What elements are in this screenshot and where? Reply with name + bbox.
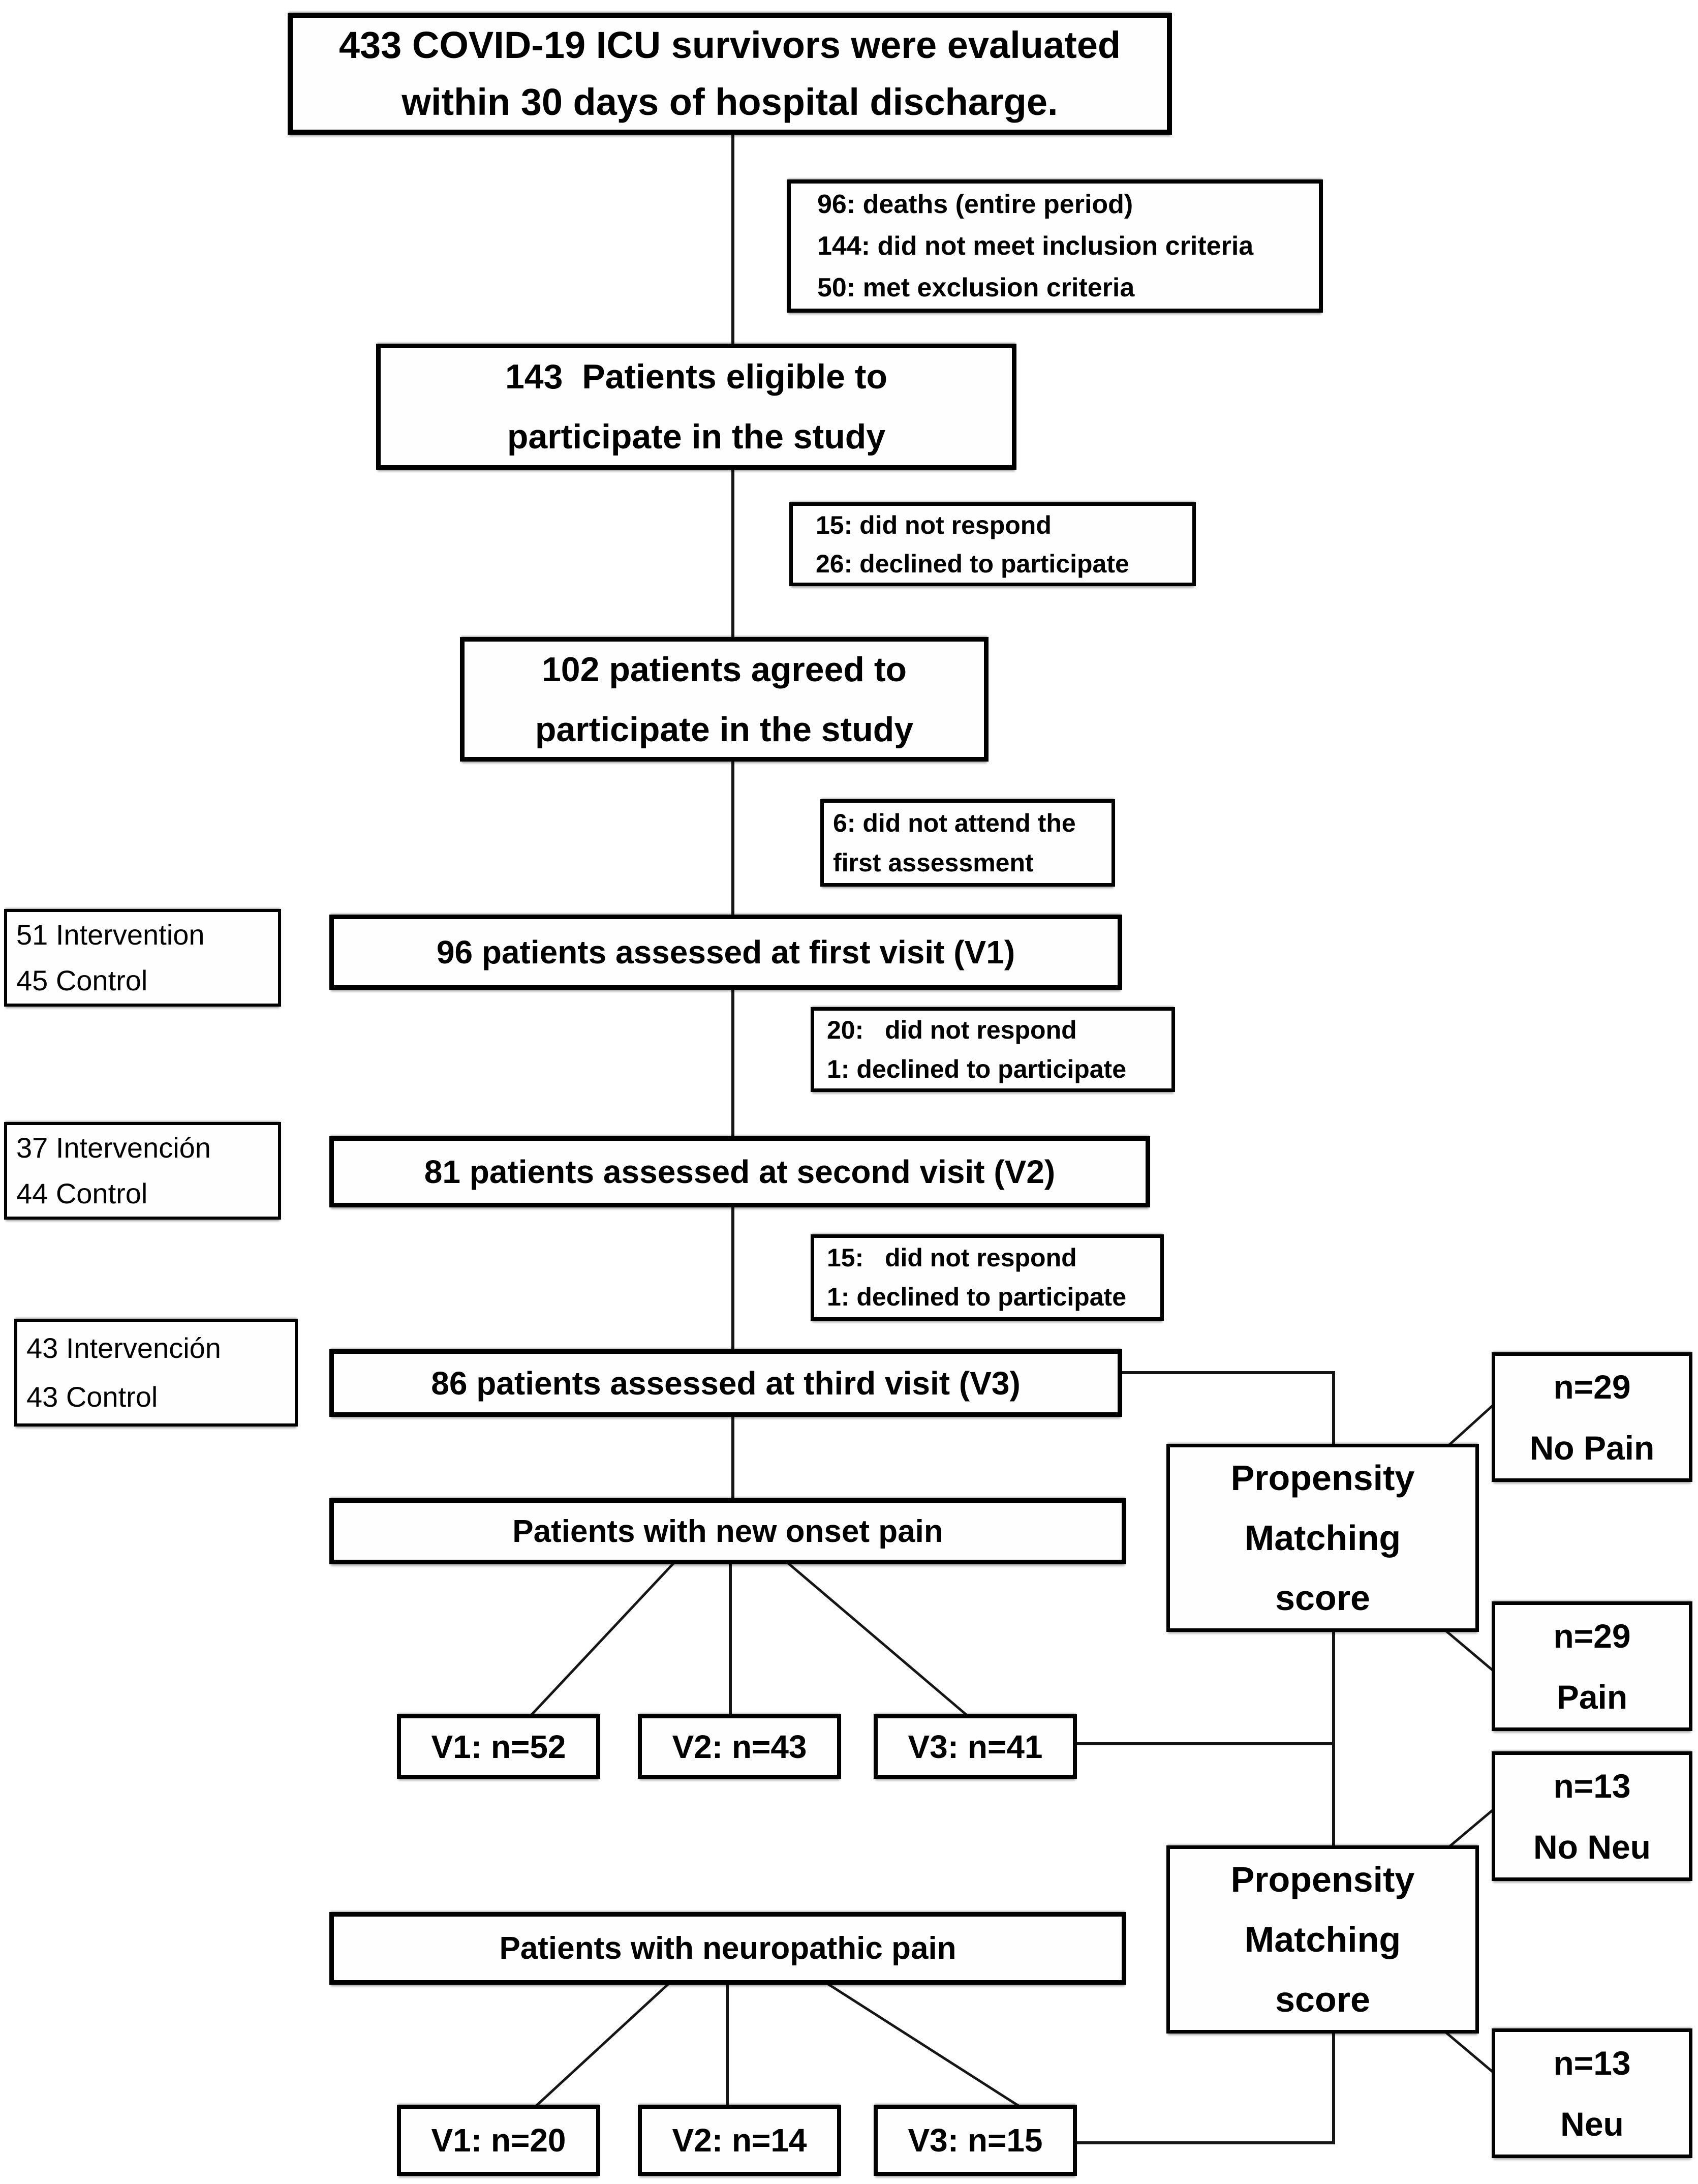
box-agreed: 102 patients agreed to participate in th… — [460, 637, 989, 762]
box-no-pain: n=29 No Pain — [1492, 1352, 1692, 1482]
box-neuro-v2-count: V2: n=14 — [638, 2105, 841, 2176]
box-visit1: 96 patients assessed at first visit (V1) — [329, 915, 1122, 990]
pain-label: Pain — [1556, 1678, 1628, 1716]
neu-n: n=13 — [1553, 2044, 1631, 2082]
box-new-onset-pain-label: Patients with new onset pain — [512, 1513, 943, 1549]
box-eligible: 143 Patients eligible to participate in … — [376, 344, 1016, 470]
box-excluded-visit2: 15: did not respond 1: declined to parti… — [811, 1234, 1164, 1321]
group-v1-control: 45 Control — [16, 964, 148, 996]
neuro-v2-count: V2: n=14 — [672, 2122, 807, 2159]
excluded-no-attend-line1: 6: did not attend the — [833, 809, 1076, 837]
diag-onset-v1a — [529, 1560, 677, 1717]
box-new-onset-pain: Patients with new onset pain — [329, 1498, 1126, 1564]
diag-neuro-v3b — [823, 1980, 1021, 2108]
group-v1-intervention: 51 Intervention — [16, 919, 205, 951]
diag-onset-v3a — [784, 1560, 969, 1717]
box-visit2: 81 patients assessed at second visit (V2… — [329, 1136, 1150, 1207]
no-pain-n: n=29 — [1553, 1368, 1631, 1406]
box-visit3: 86 patients assessed at third visit (V3) — [329, 1349, 1122, 1417]
group-v3-intervention: 43 Intervención — [26, 1332, 221, 1364]
prop2-line2: Matching — [1244, 1920, 1401, 1959]
box-visit3-label: 86 patients assessed at third visit (V3) — [431, 1364, 1021, 1402]
no-pain-label: No Pain — [1529, 1429, 1655, 1467]
prop1-line2: Matching — [1244, 1518, 1401, 1558]
box-agreed-line2: participate in the study — [535, 710, 914, 749]
box-excluded-agreed: 6: did not attend the first assessment — [820, 799, 1115, 887]
box-propensity-matching-pain: Propensity Matching score — [1166, 1444, 1479, 1632]
onset-v2-count: V2: n=43 — [672, 1728, 807, 1765]
diag-prop2-neu — [1441, 2028, 1495, 2074]
prop2-line3: score — [1275, 1980, 1370, 2019]
box-propensity-matching-neu: Propensity Matching score — [1166, 1845, 1479, 2034]
diag-neuro-v1b — [534, 1981, 672, 2108]
box-evaluated: 433 COVID-19 ICU survivors were evaluate… — [288, 13, 1172, 135]
box-evaluated-line2: within 30 days of hospital discharge. — [402, 81, 1058, 123]
prop1-line3: score — [1275, 1578, 1370, 1618]
onset-v3-count: V3: n=41 — [908, 1728, 1043, 1765]
box-onset-v1-count: V1: n=52 — [397, 1714, 600, 1779]
box-onset-v2-count: V2: n=43 — [638, 1714, 841, 1779]
box-no-neu: n=13 No Neu — [1492, 1751, 1692, 1881]
diag-prop1-pain — [1441, 1627, 1495, 1673]
excluded-no-attend-line2: first assessment — [833, 848, 1034, 877]
box-groups-visit1: 51 Intervention 45 Control — [4, 909, 281, 1007]
box-onset-v3-count: V3: n=41 — [874, 1714, 1077, 1779]
neu-label: Neu — [1560, 2105, 1624, 2143]
box-neuropathic-pain: Patients with neuropathic pain — [329, 1912, 1126, 1985]
box-excluded-eligible: 15: did not respond 26: declined to part… — [789, 502, 1196, 586]
box-pain: n=29 Pain — [1492, 1601, 1692, 1731]
box-neuro-v3-count: V3: n=15 — [874, 2105, 1077, 2176]
excluded-exclusion-criteria: 50: met exclusion criteria — [817, 273, 1135, 302]
excluded-v1-declined: 1: declined to participate — [827, 1054, 1127, 1083]
excluded-v1-no-response: 20: did not respond — [827, 1015, 1077, 1044]
neuro-v1-count: V1: n=20 — [431, 2122, 566, 2159]
neuro-v3-count: V3: n=15 — [908, 2122, 1043, 2159]
group-v2-intervention: 37 Intervención — [16, 1132, 211, 1164]
box-eligible-line2: participate in the study — [507, 417, 886, 456]
box-evaluated-line1: 433 COVID-19 ICU survivors were evaluate… — [338, 24, 1121, 66]
box-excluded-visit1: 20: did not respond 1: declined to parti… — [811, 1007, 1175, 1092]
box-eligible-line1: 143 Patients eligible to — [505, 357, 888, 396]
box-agreed-line1: 102 patients agreed to — [541, 650, 907, 689]
excluded-v2-no-response: 15: did not respond — [827, 1243, 1077, 1272]
no-neu-label: No Neu — [1533, 1828, 1651, 1866]
excluded-v2-declined: 1: declined to participate — [827, 1283, 1127, 1311]
box-neu: n=13 Neu — [1492, 2028, 1692, 2158]
pain-n: n=29 — [1553, 1617, 1631, 1655]
group-v3-control: 43 Control — [26, 1381, 158, 1413]
group-v2-control: 44 Control — [16, 1177, 148, 1209]
box-groups-visit2: 37 Intervención 44 Control — [4, 1122, 281, 1220]
diag-prop1-nopain — [1445, 1403, 1495, 1449]
prop2-line1: Propensity — [1230, 1860, 1415, 1899]
box-neuropathic-pain-label: Patients with neuropathic pain — [499, 1931, 956, 1966]
box-groups-visit3: 43 Intervención 43 Control — [14, 1319, 298, 1427]
diag-prop2-noneu — [1445, 1808, 1495, 1851]
box-visit1-label: 96 patients assessed at first visit (V1) — [436, 934, 1015, 970]
box-neuro-v1-count: V1: n=20 — [397, 2105, 600, 2176]
box-excluded-initial: 96: deaths (entire period) 144: did not … — [787, 179, 1323, 313]
excluded-no-response: 15: did not respond — [816, 510, 1052, 539]
prop1-line1: Propensity — [1230, 1458, 1415, 1498]
excluded-declined: 26: declined to participate — [816, 549, 1129, 578]
no-neu-n: n=13 — [1553, 1767, 1631, 1805]
excluded-inclusion-criteria: 144: did not meet inclusion criteria — [817, 231, 1254, 261]
box-visit2-label: 81 patients assessed at second visit (V2… — [424, 1154, 1056, 1190]
excluded-deaths: 96: deaths (entire period) — [817, 190, 1133, 219]
onset-v1-count: V1: n=52 — [431, 1728, 566, 1765]
